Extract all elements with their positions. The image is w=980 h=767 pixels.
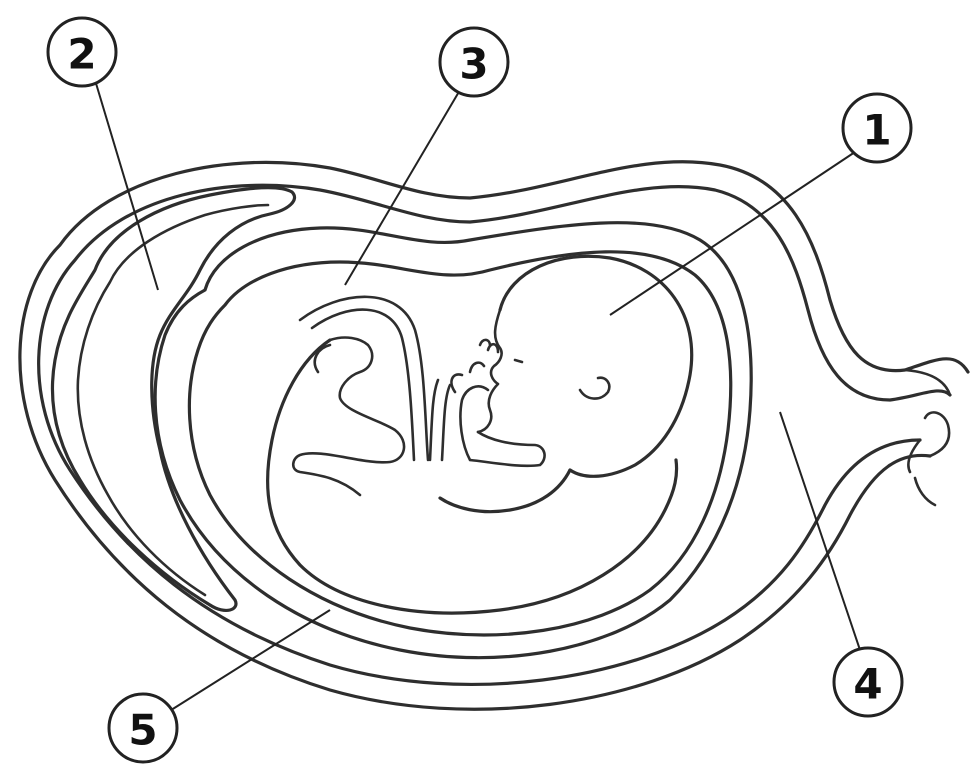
fetus-face [478, 310, 502, 432]
fetus-eye [515, 360, 522, 362]
umbilical-cord [300, 297, 450, 460]
leader-line-3 [345, 90, 460, 285]
fetus-body [268, 340, 677, 613]
placenta [52, 188, 294, 611]
callout-1-label: 1 [862, 106, 891, 155]
callout-1: 1 [843, 94, 911, 162]
callout-3: 3 [440, 28, 508, 96]
fetus-arm [460, 386, 544, 465]
fetus-hand [451, 340, 498, 392]
fetus-ear [580, 378, 609, 399]
callout-3-label: 3 [459, 40, 488, 89]
leader-line-1 [610, 152, 855, 315]
callout-4: 4 [834, 648, 902, 716]
uterus-outer-wall [20, 162, 968, 710]
fetus-head [500, 256, 692, 476]
callout-2-label: 2 [67, 30, 96, 79]
leader-line-4 [780, 412, 860, 650]
callout-5: 5 [109, 694, 177, 762]
callout-2: 2 [48, 18, 116, 86]
callout-5-label: 5 [128, 706, 157, 755]
callout-4-label: 4 [853, 660, 882, 709]
fetus-leg [293, 338, 404, 495]
